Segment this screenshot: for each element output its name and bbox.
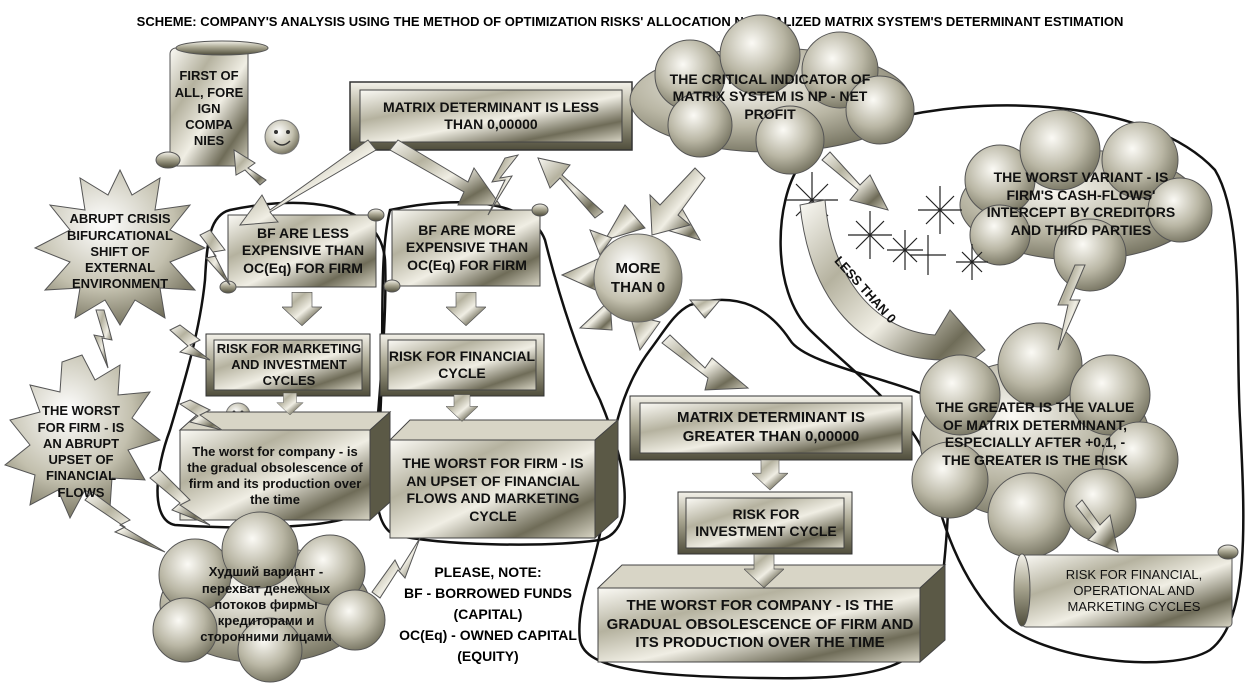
note-line-4: OC(Eq) - OWNED CAPITAL xyxy=(399,627,577,643)
label-crisis: ABRUPT CRISIS BIFURCATIONAL SHIFT OF EXT… xyxy=(67,211,173,292)
note-line-5: (EQUITY) xyxy=(457,648,519,664)
label-det-less: MATRIX DETERMINANT IS LESS THAN 0,00000 xyxy=(383,98,599,133)
label-greater-value: THE GREATER IS THE VALUE OF MATRIX DETER… xyxy=(935,399,1135,468)
cloud-russian xyxy=(152,511,386,683)
box-risk-investment xyxy=(677,491,853,555)
label-worst-gradual-big: THE WORST FOR COMPANY - IS THE GRADUAL O… xyxy=(606,596,914,652)
note-line-2: BF - BORROWED FUNDS xyxy=(404,585,572,601)
arrows-diagonal xyxy=(233,139,1119,553)
scroll-risk-all xyxy=(1013,544,1239,628)
box3d-worst-gradual-big xyxy=(596,563,947,664)
cloud-greater-value xyxy=(911,322,1179,558)
label-bf-less: BF ARE LESS EXPENSIVE THAN OC(Eq) FOR FI… xyxy=(241,224,365,276)
label-risk-all: RISK FOR FINANCIAL, OPERATIONAL AND MARK… xyxy=(1065,566,1203,615)
label-worst-variant: THE WORST VARIANT - IS FIRM'S CASH-FLOWS… xyxy=(986,169,1176,238)
box-det-less xyxy=(349,81,633,151)
label-risk-investment: RISK FOR INVESTMENT CYCLE xyxy=(695,505,837,540)
box-risk-marketing xyxy=(205,333,371,397)
box-bf-less xyxy=(219,208,385,294)
cloud-worst-variant xyxy=(959,109,1213,292)
arrow-down-1 xyxy=(282,291,322,327)
smiley-icon xyxy=(264,119,300,155)
label-critical-indicator: THE CRITICAL INDICATOR OF MATRIX SYSTEM … xyxy=(669,70,871,122)
box-bf-more xyxy=(383,203,549,293)
arrow-down-5 xyxy=(752,459,788,491)
note-block: PLEASE, NOTE: BF - BORROWED FUNDS (CAPIT… xyxy=(388,562,588,667)
label-russian-cloud: Худший вариант - перехват денежных поток… xyxy=(200,564,332,645)
label-det-greater: MATRIX DETERMINANT IS GREATER THAN 0,000… xyxy=(676,409,866,445)
label-foreign-companies: FIRST OF ALL, FORE IGN COMPA NIES xyxy=(174,68,244,149)
box3d-worst-upset xyxy=(388,418,620,540)
star-worst-upset xyxy=(3,354,162,520)
note-line-1: PLEASE, NOTE: xyxy=(434,564,542,580)
label-risk-marketing: RISK FOR MARKETING AND INVESTMENT CYCLES xyxy=(216,340,362,389)
note-line-3: (CAPITAL) xyxy=(453,606,523,622)
scroll-foreign-companies xyxy=(155,40,269,169)
box-det-greater xyxy=(629,395,913,461)
cloud-critical xyxy=(629,14,915,175)
label-more-than-0: MORE THAN 0 xyxy=(610,260,666,296)
label-worst-upset-star: THE WORST FOR FIRM - IS AN ABRUPT UPSET … xyxy=(37,403,125,500)
arrow-down-2 xyxy=(446,291,486,327)
label-worst-upset-box: THE WORST FOR FIRM - IS AN UPSET OF FINA… xyxy=(402,455,584,524)
arrow-down-4 xyxy=(446,394,478,422)
lightning-bolts-icon xyxy=(84,154,1086,599)
diagram-title: SCHEME: COMPANY'S ANALYSIS USING THE MET… xyxy=(136,14,1124,29)
label-bf-more: BF ARE MORE EXPENSIVE THAN OC(Eq) FOR FI… xyxy=(405,221,529,273)
star-crisis xyxy=(33,168,207,326)
label-risk-financial: RISK FOR FINANCIAL CYCLE xyxy=(388,347,536,382)
box3d-worst-gradual-small xyxy=(178,410,392,522)
outline-less-region xyxy=(779,104,1245,664)
label-worst-gradual-small: The worst for company - is the gradual o… xyxy=(187,443,363,508)
